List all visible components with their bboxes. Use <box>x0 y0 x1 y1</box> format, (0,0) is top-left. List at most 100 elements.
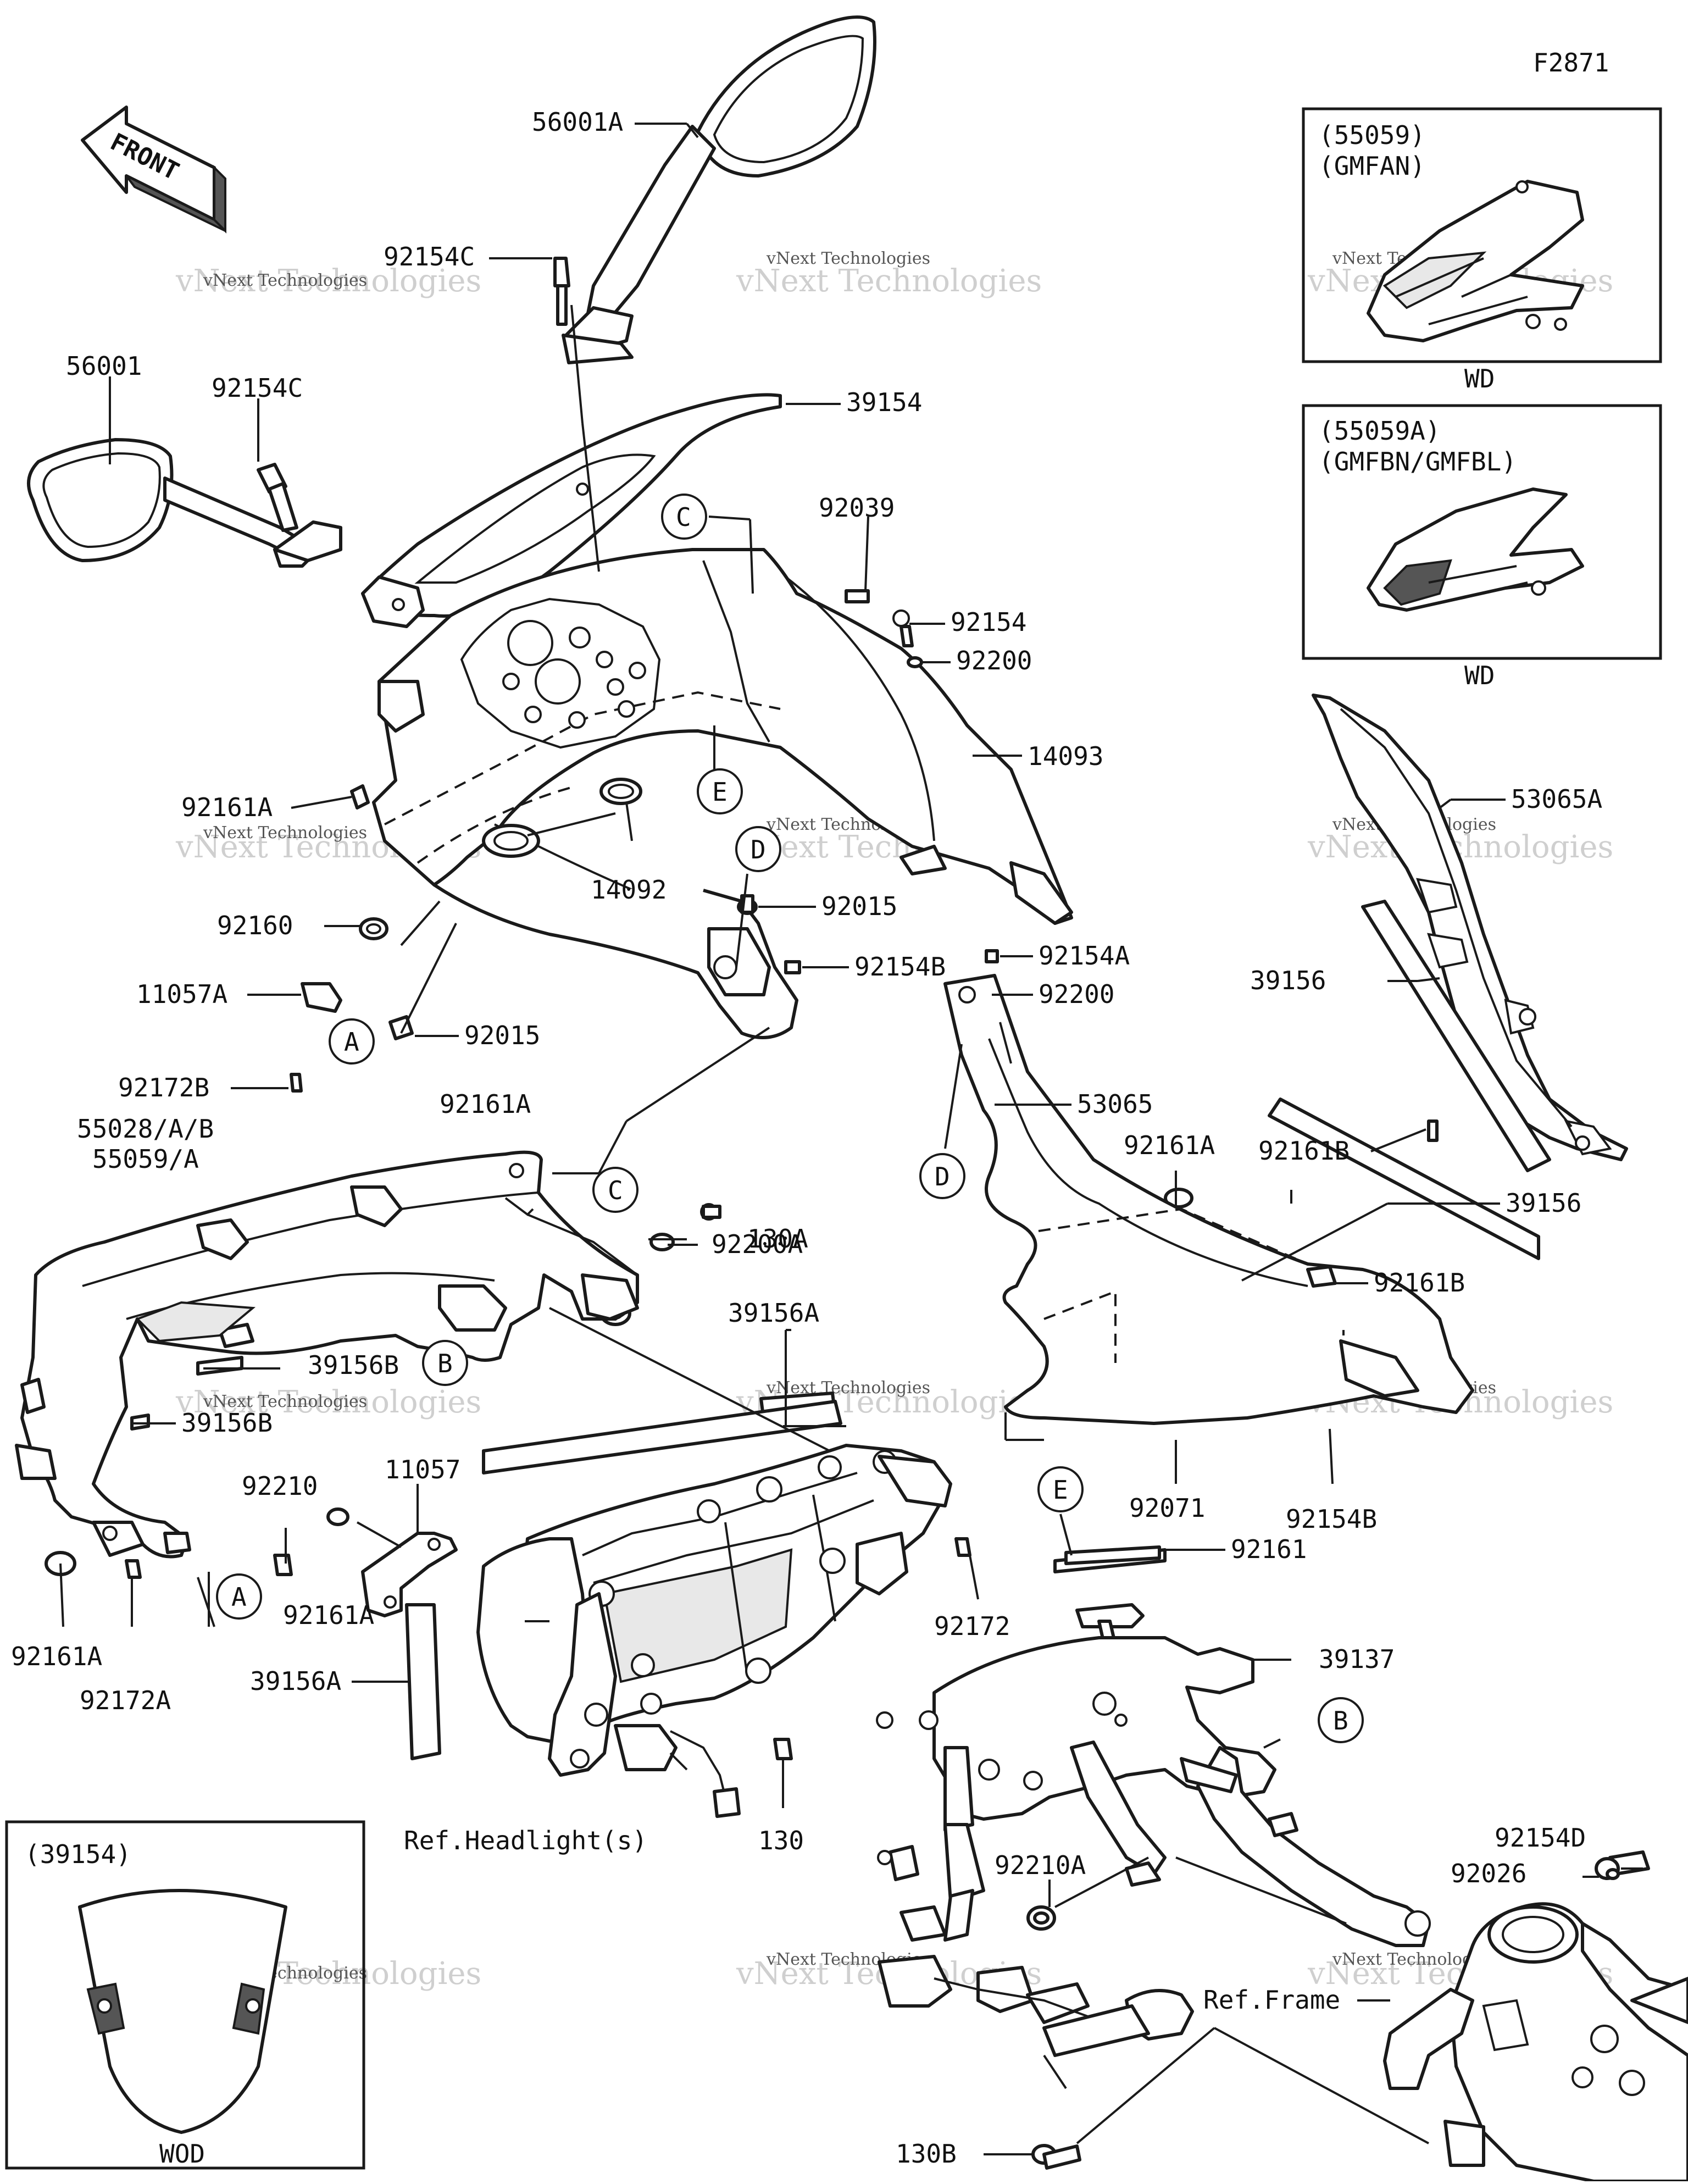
callout-c: C <box>676 502 691 532</box>
mirror-56001 <box>27 438 342 568</box>
part-label: 92154B <box>1286 1504 1377 1534</box>
side-cowl-53065A <box>1312 694 1628 1161</box>
part-label: 39154 <box>846 387 922 417</box>
part-label: 92161 <box>1231 1534 1307 1564</box>
watermark: vNext Technologies <box>203 271 367 290</box>
callout-e: E <box>712 777 728 807</box>
part-label: 39156 <box>1250 966 1326 995</box>
watermark: vNext Technologies <box>203 823 367 842</box>
part-label: 92200 <box>956 646 1032 675</box>
front-arrow-icon: FRONT <box>81 106 226 234</box>
part-label: 92161A <box>1124 1130 1215 1160</box>
mirror-56001A <box>562 15 876 364</box>
part-label: 53065 <box>1077 1089 1153 1119</box>
callout-e: E <box>1053 1475 1068 1505</box>
cowl-stay-39137 <box>876 1603 1431 2024</box>
part-label: 53065A <box>1511 784 1602 814</box>
callout-circle <box>697 768 743 814</box>
part-label: 92161B <box>1374 1268 1465 1298</box>
part-label: 92200 <box>1039 979 1114 1009</box>
inset-caption: WD <box>1464 661 1495 690</box>
part-label: 92210 <box>242 1471 318 1501</box>
reference-label: Ref.Frame <box>1203 1985 1340 2015</box>
callout-circle <box>735 826 781 872</box>
part-label: 56001A <box>532 107 623 137</box>
part-label: 39156A <box>250 1666 341 1696</box>
upper-cowl-14093 <box>372 548 1073 1039</box>
inset-wod-39154: (39154) WOD <box>5 1820 365 2170</box>
watermark: vNext Technologies <box>766 1378 930 1398</box>
part-label: 92200A <box>712 1229 803 1259</box>
callout-circle <box>216 1573 262 1620</box>
callout-b: B <box>437 1349 453 1378</box>
callout-d: D <box>751 835 766 864</box>
inset-wd-55059A: (55059A) (GMFBN/GMFBL) WD <box>1302 404 1662 690</box>
watermark: vNext Technologies <box>203 1392 367 1411</box>
part-label: 55059/A <box>92 1144 199 1174</box>
inset-caption: WOD <box>159 2139 205 2169</box>
part-label: 92015 <box>821 891 897 921</box>
part-label: 92154 <box>951 607 1026 637</box>
callout-circle <box>329 1018 375 1065</box>
headlight-assembly <box>476 1444 971 1818</box>
part-labels: 56001A 92154C 56001 92154C 39154 92039 9… <box>11 107 1602 2169</box>
foam-strips <box>130 900 1551 1760</box>
part-label: 92172 <box>934 1611 1010 1641</box>
part-label: 92039 <box>819 493 895 523</box>
part-label: 92160 <box>217 911 293 940</box>
part-label: 130 <box>758 1826 804 1855</box>
part-label: 92161A <box>181 792 273 822</box>
callouts: C E D A C B D A E B <box>216 494 1364 1743</box>
part-label: 92154C <box>384 242 475 271</box>
part-label: 92161A <box>283 1600 374 1630</box>
callout-circle <box>661 494 707 540</box>
inset-model-code: (GMFAN) <box>1319 151 1425 181</box>
part-label: 130B <box>896 2139 957 2169</box>
part-label: 55028/A/B <box>77 1114 214 1144</box>
callout-circle <box>1037 1466 1084 1512</box>
part-label: 92210A <box>995 1850 1086 1880</box>
lower-cowl-55028 <box>15 1150 721 1559</box>
inset-part-number: (55059) <box>1319 120 1425 150</box>
watermark: vNext Technologies <box>736 263 1042 299</box>
leader-lines <box>59 123 1643 2155</box>
part-label: 92154D <box>1495 1823 1586 1853</box>
callout-circle <box>592 1167 638 1213</box>
windshield-39154 <box>361 393 782 628</box>
callout-circle <box>919 1153 965 1199</box>
part-label: 92154C <box>212 373 303 403</box>
frame-partial <box>1026 1850 1688 2183</box>
inset-caption: WD <box>1464 364 1495 393</box>
part-label: 92026 <box>1451 1859 1526 1888</box>
part-label: 130A <box>747 1224 808 1254</box>
part-label: 92172B <box>118 1073 209 1102</box>
callout-d: D <box>935 1162 950 1191</box>
part-label: 14093 <box>1028 741 1103 771</box>
watermark: vNext Technologies <box>175 263 481 299</box>
part-label: 92172A <box>80 1686 171 1715</box>
callout-circle <box>422 1340 468 1386</box>
callout-a: A <box>231 1582 247 1612</box>
part-label: 39156 <box>1506 1188 1581 1218</box>
grommet-14092 <box>482 778 642 858</box>
callout-b: B <box>1333 1706 1348 1736</box>
diagram-code: F2871 <box>1533 48 1609 77</box>
part-label: 11057 <box>385 1455 460 1484</box>
part-label: 39156A <box>728 1298 819 1328</box>
part-label: 92161B <box>1258 1136 1350 1166</box>
reference-label: Ref.Headlight(s) <box>404 1826 647 1855</box>
inset-model-code: (GMFBN/GMFBL) <box>1319 447 1517 476</box>
callout-a: A <box>344 1027 359 1057</box>
callout-circle <box>1318 1697 1364 1743</box>
part-label: 11057A <box>136 979 227 1009</box>
inset-part-number: (55059A) <box>1319 416 1441 446</box>
inset-part-number: (39154) <box>25 1839 131 1869</box>
watermark: vNext Technologies <box>766 249 930 268</box>
part-label: 39156B <box>308 1350 399 1380</box>
callout-c: C <box>608 1176 623 1205</box>
inset-wd-55059: (55059) (GMFAN) WD <box>1302 107 1662 393</box>
part-label: 92161A <box>440 1089 531 1119</box>
part-label: 92015 <box>464 1021 540 1050</box>
